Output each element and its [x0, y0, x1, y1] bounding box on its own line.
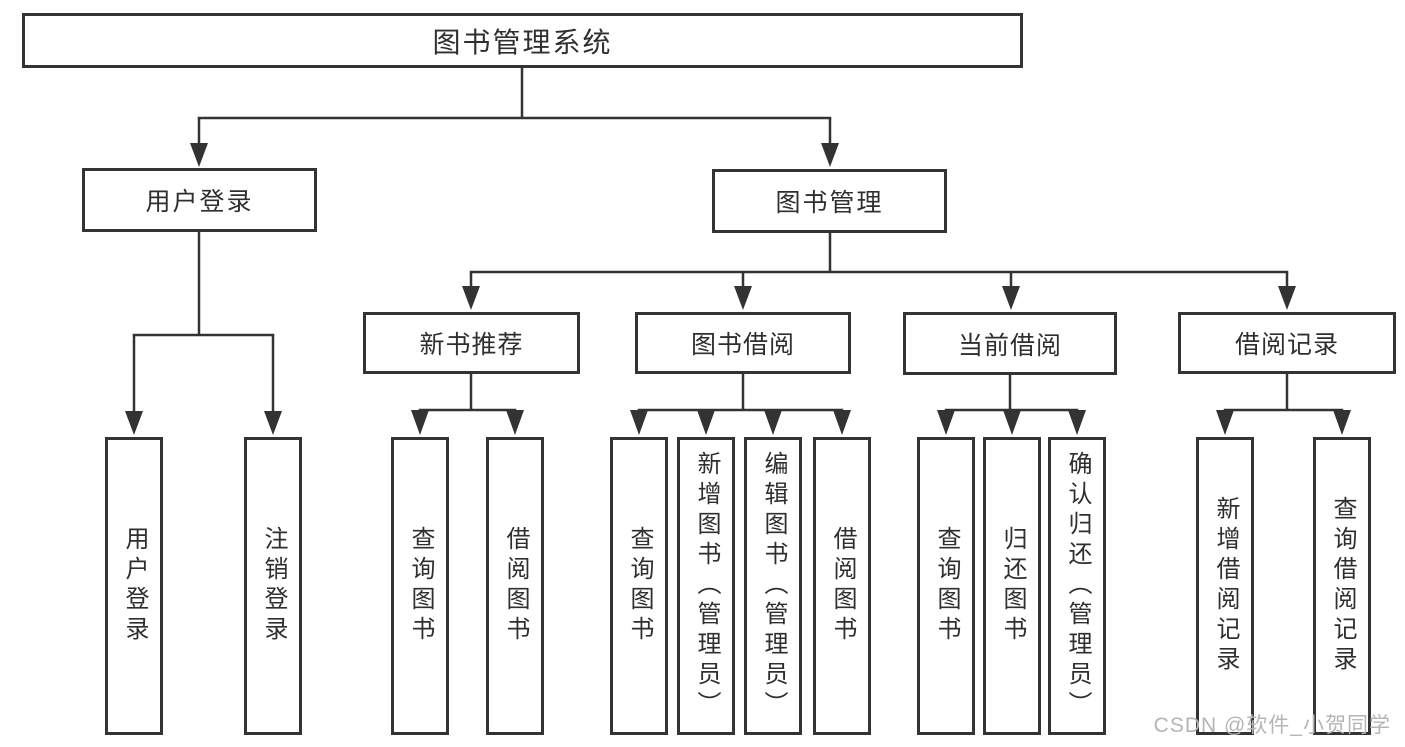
node-label: 归还图书 — [999, 526, 1026, 646]
node-leaf-add-borrow-record: 新增借阅记录 — [1196, 437, 1254, 735]
node-leaf-add-books-admin: 新增图书（管理员） — [677, 437, 735, 735]
node-leaf-logout: 注销登录 — [244, 437, 302, 735]
node-leaf-user-login: 用户登录 — [105, 437, 163, 735]
node-label: 注销登录 — [260, 526, 287, 646]
node-label: 查询借阅记录 — [1329, 496, 1356, 676]
node-current-borrowing: 当前借阅 — [903, 312, 1117, 375]
node-leaf-edit-books-admin: 编辑图书（管理员） — [744, 437, 802, 735]
node-label: 用户登录 — [145, 188, 254, 216]
node-label: 新增借阅记录 — [1212, 496, 1239, 676]
node-label: 借阅图书 — [502, 526, 529, 646]
node-label: 编辑图书（管理员） — [760, 451, 787, 721]
node-user-login: 用户登录 — [82, 168, 317, 232]
node-leaf-query-books-recommend: 查询图书 — [391, 437, 449, 735]
node-new-book-recommend: 新书推荐 — [363, 312, 580, 374]
node-leaf-return-books: 归还图书 — [983, 437, 1041, 735]
node-library-management-system: 图书管理系统 — [22, 13, 1023, 68]
node-label: 查询图书 — [407, 526, 434, 646]
node-leaf-query-books-borrow: 查询图书 — [610, 437, 668, 735]
node-leaf-confirm-return-admin: 确认归还（管理员） — [1048, 437, 1106, 735]
node-label: 图书借阅 — [690, 331, 795, 359]
node-label: 确认归还（管理员） — [1064, 451, 1091, 721]
node-book-management: 图书管理 — [712, 169, 947, 233]
node-leaf-query-books-current: 查询图书 — [917, 437, 975, 735]
node-label: 借阅记录 — [1234, 331, 1339, 359]
node-label: 查询图书 — [933, 526, 960, 646]
node-label: 借阅图书 — [829, 526, 856, 646]
watermark: CSDN @软件_小贺同学 — [1153, 714, 1391, 737]
node-label: 用户登录 — [121, 526, 148, 646]
node-borrowing-records: 借阅记录 — [1178, 312, 1396, 374]
node-leaf-query-borrow-record: 查询借阅记录 — [1313, 437, 1371, 735]
node-leaf-borrow-books: 借阅图书 — [813, 437, 871, 735]
node-label: 图书管理系统 — [432, 26, 613, 58]
node-label: 新书推荐 — [419, 331, 524, 359]
node-label: 图书管理 — [775, 189, 884, 217]
node-book-borrowing: 图书借阅 — [635, 312, 851, 374]
node-label: 当前借阅 — [957, 331, 1062, 360]
node-leaf-borrow-books-recommend: 借阅图书 — [486, 437, 544, 735]
node-label: 新增图书（管理员） — [693, 451, 720, 721]
node-label: 查询图书 — [626, 526, 653, 646]
